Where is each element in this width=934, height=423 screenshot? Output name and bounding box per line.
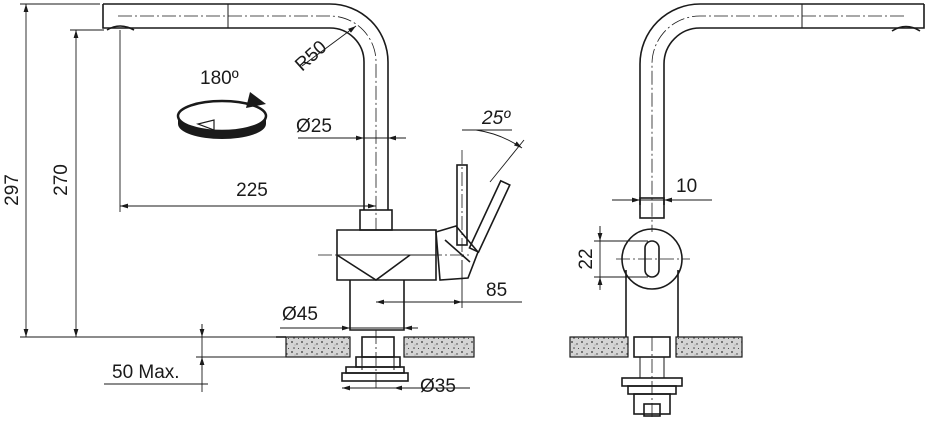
side-dimensions: 10 22 [576, 176, 712, 290]
dim-180: 180º [200, 68, 239, 89]
dim-85: 85 [486, 280, 507, 301]
dim-d35: Ø35 [420, 376, 456, 397]
side-view [569, 3, 925, 420]
dim-r50: R50 [291, 37, 331, 76]
dim-270: 270 [51, 164, 72, 196]
dim-10: 10 [676, 176, 697, 197]
dim-22: 22 [576, 248, 597, 269]
dim-225: 225 [236, 180, 268, 201]
front-view [102, 3, 511, 390]
dim-25-deg: 25º [481, 108, 511, 129]
dim-d45: Ø45 [282, 304, 318, 325]
front-dimensions: 297 270 225 R50 Ø25 180º 25º 85 Ø45 [2, 3, 525, 397]
dim-297: 297 [2, 174, 23, 206]
dim-50max: 50 Max. [112, 362, 180, 383]
dim-d25: Ø25 [296, 116, 332, 137]
rotation-icon [176, 92, 268, 139]
